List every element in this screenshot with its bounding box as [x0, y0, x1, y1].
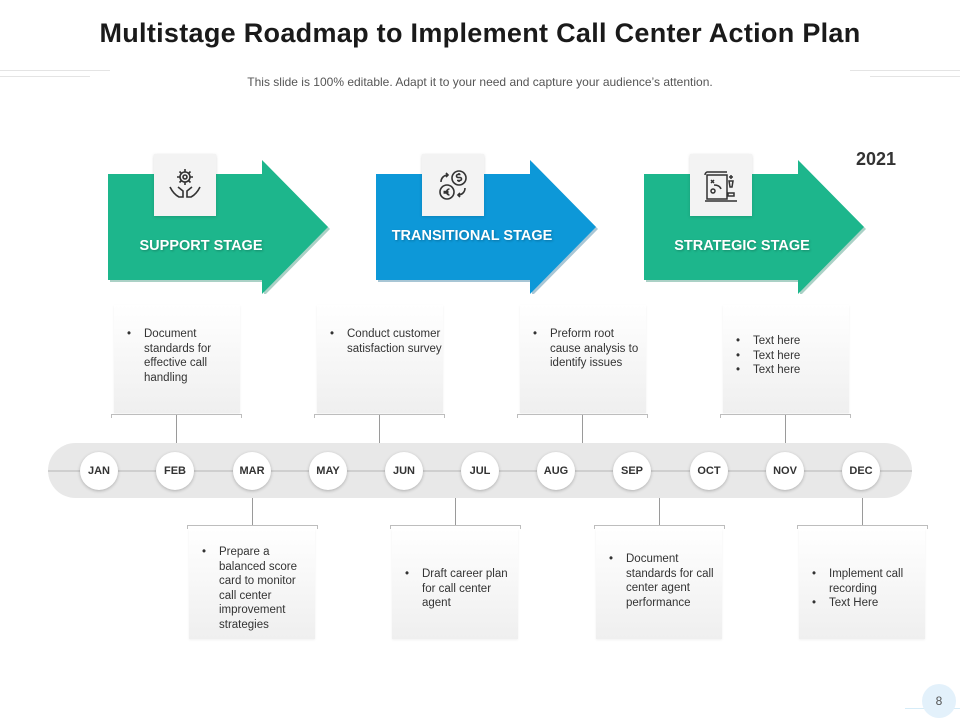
month-jul: JUL — [461, 452, 499, 490]
card-item: Text here — [733, 334, 849, 349]
card-item: Draft career plan for call center agent — [402, 567, 518, 611]
page-number: 8 — [922, 684, 956, 718]
card-divider — [797, 525, 928, 529]
header-divider-right — [850, 70, 960, 71]
card-list: Prepare a balanced score card to monitor… — [199, 545, 315, 632]
card-list: Preform root cause analysis to identify … — [530, 327, 646, 371]
lower-card: Document standards for call center agent… — [596, 529, 722, 639]
card-item: Prepare a balanced score card to monitor… — [199, 545, 315, 632]
stage-arrow — [644, 160, 866, 294]
card-divider — [720, 414, 851, 418]
month-jun: JUN — [385, 452, 423, 490]
card-divider — [594, 525, 725, 529]
month-feb: FEB — [156, 452, 194, 490]
month-may: MAY — [309, 452, 347, 490]
stage-arrow — [376, 160, 598, 294]
card-connector — [862, 498, 863, 525]
month-dec: DEC — [842, 452, 880, 490]
slide-subtitle: This slide is 100% editable. Adapt it to… — [247, 75, 713, 89]
header-divider-right-2 — [870, 76, 960, 77]
card-list: Document standards for effective call ha… — [124, 327, 240, 385]
month-oct: OCT — [690, 452, 728, 490]
card-divider — [390, 525, 521, 529]
card-item: Document standards for call center agent… — [606, 552, 722, 610]
lower-card: Implement call recording Text Here — [799, 529, 925, 639]
month-jan: JAN — [80, 452, 118, 490]
card-list: Document standards for call center agent… — [606, 552, 722, 610]
card-divider — [314, 414, 445, 418]
card-divider — [111, 414, 242, 418]
lower-card: Prepare a balanced score card to monitor… — [189, 529, 315, 639]
card-item: Text here — [733, 363, 849, 378]
upper-card: Document standards for effective call ha… — [114, 305, 240, 413]
lower-card: Draft career plan for call center agent — [392, 529, 518, 639]
stage-support: SUPPORT STAGE — [106, 152, 332, 294]
card-item: Document standards for effective call ha… — [124, 327, 240, 385]
year-label: 2021 — [856, 149, 897, 169]
header-divider-left-2 — [0, 76, 90, 77]
card-item: Preform root cause analysis to identify … — [530, 327, 646, 371]
strategy-board-icon — [690, 154, 752, 216]
slide-title: Multistage Roadmap to Implement Call Cen… — [99, 18, 861, 48]
card-connector — [455, 498, 456, 525]
month-mar: MAR — [233, 452, 271, 490]
card-connector — [252, 498, 253, 525]
card-connector — [659, 498, 660, 525]
card-item: Conduct customer satisfaction survey — [327, 327, 443, 356]
hands-gear-icon — [154, 154, 216, 216]
card-list: Draft career plan for call center agent — [402, 567, 518, 611]
card-item: Text Here — [809, 596, 925, 611]
card-item: Text here — [733, 349, 849, 364]
header-divider-left — [0, 70, 110, 71]
card-item: Implement call recording — [809, 567, 925, 596]
card-connector — [176, 415, 177, 443]
card-connector — [785, 415, 786, 443]
card-list: Implement call recording Text Here — [809, 567, 925, 611]
upper-card: Conduct customer satisfaction survey — [317, 305, 443, 413]
card-list: Conduct customer satisfaction survey — [327, 327, 443, 356]
card-divider — [517, 414, 648, 418]
month-sep: SEP — [613, 452, 651, 490]
card-connector — [582, 415, 583, 443]
card-list: Text here Text here Text here — [733, 334, 849, 378]
stage-label: SUPPORT STAGE — [139, 238, 263, 254]
upper-card: Preform root cause analysis to identify … — [520, 305, 646, 413]
stage-label: STRATEGIC STAGE — [674, 238, 810, 254]
card-connector — [379, 415, 380, 443]
upper-card: Text here Text here Text here — [723, 305, 849, 413]
stage-strategic: STRATEGIC STAGE — [642, 152, 868, 294]
month-aug: AUG — [537, 452, 575, 490]
stage-transitional: TRANSITIONAL STAGE — [374, 152, 600, 294]
stage-label: TRANSITIONAL STAGE — [391, 228, 553, 244]
card-divider — [187, 525, 318, 529]
stage-arrow — [108, 160, 330, 294]
month-nov: NOV — [766, 452, 804, 490]
currency-exchange-icon — [422, 154, 484, 216]
